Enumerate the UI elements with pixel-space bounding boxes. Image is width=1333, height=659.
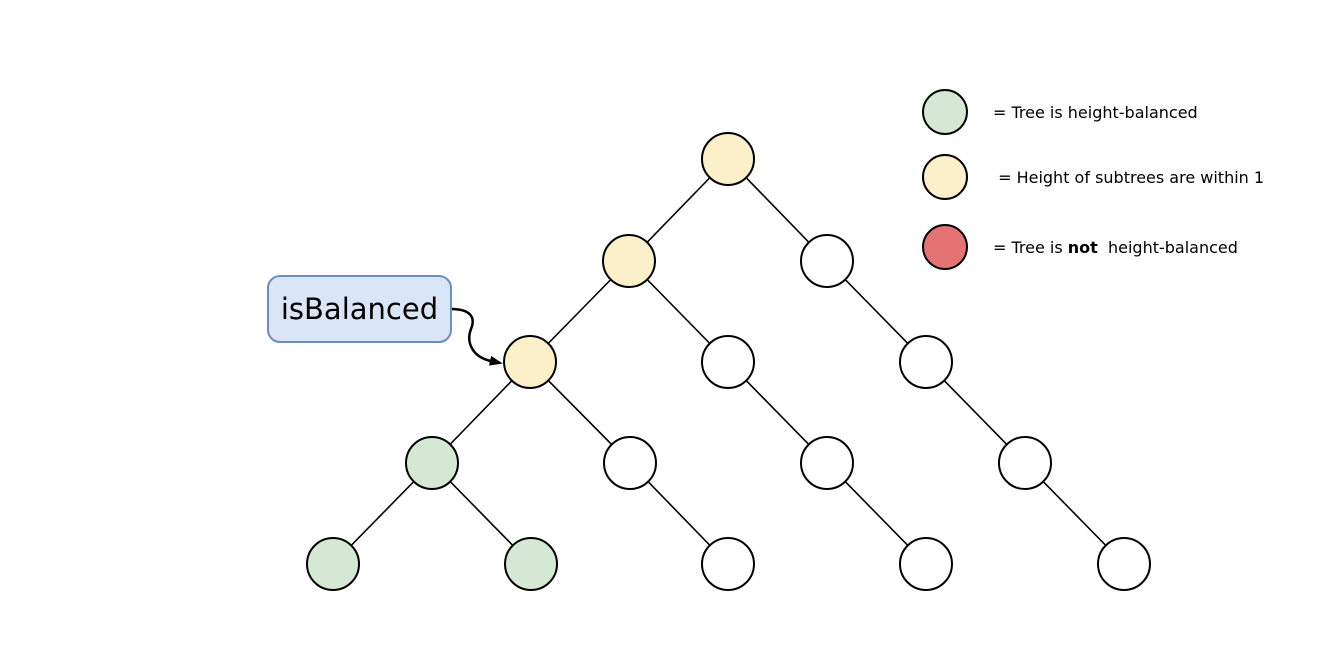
legend-row-balanced: = Tree is height-balanced bbox=[922, 89, 1198, 135]
tree-node-n1-within1 bbox=[602, 234, 656, 288]
isbalanced-callout: isBalanced bbox=[267, 275, 452, 343]
legend-swatch-unbalanced-circle bbox=[922, 224, 968, 270]
legend-row-unbalanced: = Tree is not height-balanced bbox=[922, 224, 1238, 270]
legend-label-unbalanced: = Tree is not height-balanced bbox=[993, 238, 1238, 257]
tree-nodes-layer bbox=[306, 132, 1151, 591]
callout-arrow-connector bbox=[450, 307, 503, 366]
tree-node-n7-unvisited bbox=[603, 436, 657, 490]
tree-node-n6-balanced bbox=[405, 436, 459, 490]
tree-node-n13-unvisited bbox=[899, 537, 953, 591]
tree-node-n10-balanced bbox=[306, 537, 360, 591]
tree-node-n9-unvisited bbox=[998, 436, 1052, 490]
legend-swatch-within1-circle bbox=[922, 154, 968, 200]
legend-label-within1-text: = Height of subtrees are within 1 bbox=[993, 167, 1265, 187]
tree-node-n14-unvisited bbox=[1097, 537, 1151, 591]
tree-node-n12-unvisited bbox=[701, 537, 755, 591]
tree-node-n11-balanced bbox=[504, 537, 558, 591]
tree-node-n2-unvisited bbox=[800, 234, 854, 288]
tree-node-n5-unvisited bbox=[899, 335, 953, 389]
legend-label-balanced-text: = Tree is height-balanced bbox=[993, 102, 1198, 122]
tree-node-n0-within1 bbox=[701, 132, 755, 186]
legend-swatch-balanced-circle bbox=[922, 89, 968, 135]
legend-label-balanced: = Tree is height-balanced bbox=[993, 103, 1198, 122]
legend-label-unbalanced-rest: height-balanced bbox=[1097, 237, 1238, 257]
legend-label-within1: = Height of subtrees are within 1 bbox=[993, 168, 1264, 187]
legend-row-within1: = Height of subtrees are within 1 bbox=[922, 154, 1264, 200]
tree-node-n3-within1 bbox=[503, 335, 557, 389]
tree-node-n8-unvisited bbox=[800, 436, 854, 490]
isbalanced-callout-label: isBalanced bbox=[280, 291, 439, 326]
legend-label-unbalanced-text: = Tree is bbox=[993, 237, 1068, 257]
tree-node-n4-unvisited bbox=[701, 335, 755, 389]
legend-label-unbalanced-bold: not bbox=[1067, 237, 1098, 257]
